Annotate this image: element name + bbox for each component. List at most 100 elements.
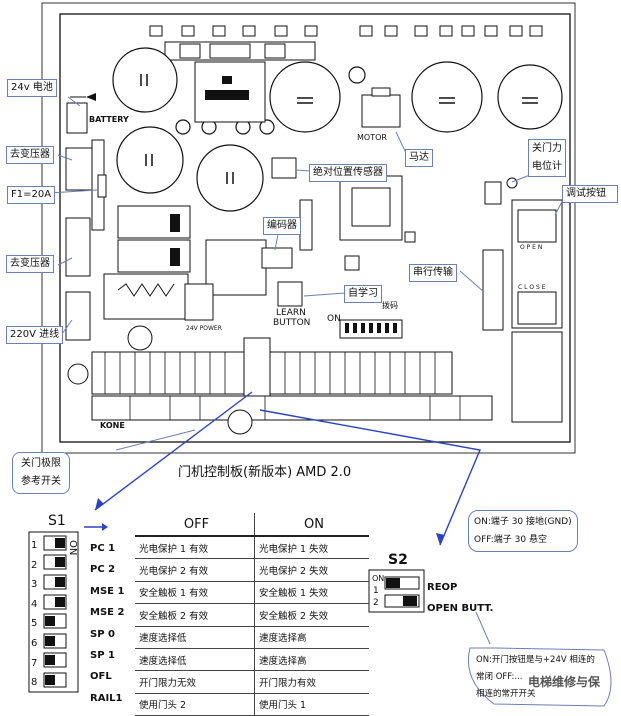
transformer-connector-2: [65, 217, 91, 277]
mains-connector: [65, 291, 91, 341]
diagram-title: 门机控制板(新版本) AMD 2.0: [178, 465, 352, 480]
off-cell: 使用门头 2: [135, 693, 255, 716]
transformer-connector-1: [65, 147, 93, 191]
s2-on-label: ON: [372, 574, 385, 583]
s2-note-on: ON:端子 30 接地(GND): [474, 517, 572, 527]
callout-encoder: 编码器: [263, 217, 301, 235]
s1-pin: PC 2: [90, 564, 116, 576]
callout-close-force-line1: 关门力: [532, 143, 562, 154]
on-cell: 速度选择高: [254, 626, 369, 649]
off-cell: 速度选择低: [135, 648, 255, 672]
s2-pin: REOP: [427, 582, 458, 593]
battery-label: BATTERY: [89, 115, 129, 124]
off-cell: 光电保护 1 有效: [135, 536, 255, 560]
s1-number: 2: [31, 559, 38, 571]
table-row: 安全触板 1 有效安全触板 1 失效: [135, 581, 369, 605]
off-cell: 速度选择低: [135, 626, 255, 649]
callout-close-force: 关门力 电位计: [528, 139, 566, 177]
s1-pin: MSE 2: [90, 607, 125, 619]
s2-note-off: OFF:端子 30 悬空: [474, 535, 547, 545]
s2-note2-line1: ON:开门按钮是与+24V 相连的: [476, 655, 595, 665]
callout-transformer-top: 去变压器: [6, 146, 54, 164]
s2-pin-labels: REOP OPEN BUTT.: [427, 577, 493, 619]
s1-number: 3: [31, 579, 38, 591]
callout-close-limit: 关门极限 参考开关: [12, 452, 70, 494]
off-cell: 开门限力无效: [135, 670, 255, 694]
close-label: C L O S E: [518, 284, 546, 291]
top-connectors: [149, 25, 543, 61]
on-cell: 安全触板 1 失效: [254, 581, 369, 605]
sensor: [271, 157, 297, 179]
kone-label: KONE: [100, 421, 125, 430]
callout-close-limit-line1: 关门极限: [21, 458, 61, 469]
off-cell: 安全触板 1 有效: [135, 581, 255, 605]
callout-fuse: F1=20A: [7, 186, 56, 204]
callout-220v-line: 220V 进线: [6, 326, 64, 344]
s1-pin: RAIL1: [90, 692, 123, 704]
callout-close-limit-line2: 参考开关: [21, 476, 61, 487]
s1-pin: PC 1: [90, 543, 116, 554]
learn-label-1: LEARN: [276, 308, 306, 318]
table-row: 速度选择低速度选择高: [135, 648, 369, 672]
on-cell: 光电保护 1 失效: [254, 536, 369, 560]
on-header: ON: [254, 513, 369, 537]
s2-pin: OPEN BUTT.: [427, 603, 494, 614]
s2-note2-line3: 相连的常开开关: [476, 689, 536, 699]
callout-test-button: 调试按钮: [562, 185, 618, 203]
s1-number: 6: [31, 637, 38, 649]
on-cell: 安全触板 2 失效: [254, 603, 369, 627]
s2-note-2: ON:开门按钮是与+24V 相连的 常闭 OFF:... 相连的常开开关: [476, 652, 595, 703]
power-24v-label: 24V POWER: [186, 325, 222, 332]
s2-label: S2: [388, 552, 408, 568]
on-cell: 使用门头 1: [254, 693, 369, 716]
table-row: 安全触板 2 有效安全触板 2 失效: [135, 603, 369, 627]
capacitors: [112, 47, 563, 212]
s1-pin-labels: PC 1 PC 2 MSE 1 MSE 2 SP 0 SP 1 OFL RAIL…: [90, 538, 124, 709]
callout-abs-sensor: 绝对位置传感器: [309, 164, 387, 182]
s2-number-1: 1: [373, 586, 379, 596]
learn-label-2: BUTTON: [273, 318, 311, 328]
s1-settings-table: OFF ON 光电保护 1 有效光电保护 1 失效 光电保护 2 有效光电保护 …: [135, 513, 369, 716]
s1-number: 7: [31, 657, 38, 669]
table-row: 光电保护 2 有效光电保护 2 失效: [135, 558, 369, 582]
table-row: 速度选择低速度选择高: [135, 626, 369, 649]
callout-close-force-line2: 电位计: [532, 161, 562, 172]
serial-port: [482, 249, 504, 331]
table-row: 开门限力无效开门限力有效: [135, 670, 369, 694]
on-cell: 开门限力有效: [254, 670, 369, 694]
on-cell: 光电保护 2 失效: [254, 558, 369, 582]
callout-motor: 马达: [405, 149, 433, 167]
s1-pin: SP 1: [90, 650, 115, 662]
motor-label: MOTOR: [357, 133, 387, 142]
s1-number: 1: [31, 540, 38, 551]
s1-numbers: 1 2 3 4 5 6 7 8: [31, 536, 37, 693]
on-label: ON: [327, 314, 341, 324]
version-tag: 拨码: [382, 301, 398, 310]
off-cell: 安全触板 2 有效: [135, 603, 255, 627]
s1-number: 5: [31, 618, 38, 630]
off-header: OFF: [135, 513, 255, 537]
on-cell: 速度选择高: [254, 648, 369, 672]
open-label: O P E N: [520, 244, 543, 251]
terminal-blocks: [91, 351, 493, 421]
encoder-connector: [261, 247, 293, 269]
s1-pin: MSE 1: [90, 585, 125, 597]
off-cell: 光电保护 2 有效: [135, 558, 255, 582]
s1-number: 8: [31, 677, 38, 689]
battery-connector: [66, 102, 88, 134]
relays: [103, 205, 267, 321]
callout-serial: 串行传输: [409, 264, 457, 282]
callout-self-learn: 自学习: [344, 285, 382, 303]
s2-number-2: 2: [373, 598, 379, 608]
callout-transformer-bottom: 去变压器: [6, 255, 54, 273]
s1-number: 4: [31, 598, 38, 610]
watermark: 电梯维修与保: [528, 675, 601, 689]
s1-pin: OFL: [90, 671, 112, 683]
s1-pin: SP 0: [90, 628, 115, 640]
s1-label: S1: [48, 513, 66, 529]
learn-button: [277, 281, 303, 307]
s1-on-label: ON: [67, 540, 78, 556]
table-row: 光电保护 1 有效光电保护 1 失效: [135, 536, 369, 560]
